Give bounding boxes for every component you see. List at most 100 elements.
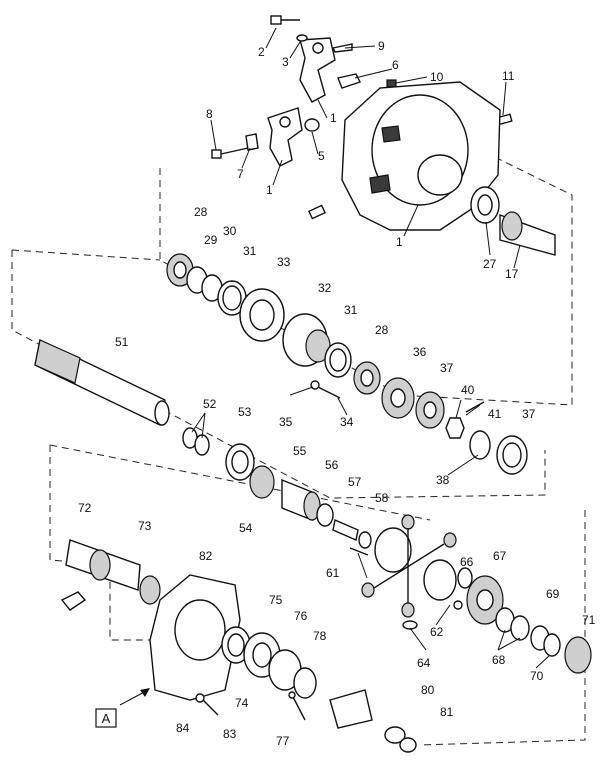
plug-small [308,204,326,220]
callout: 80 [421,683,435,697]
callout: 1 [266,183,273,197]
bolt-2 [270,15,300,25]
callout: 70 [530,669,544,683]
callout: 55 [293,444,307,458]
ring-70 [543,633,561,657]
spider-gears [361,514,457,618]
differential-case-left [374,527,412,573]
washer-64 [402,620,418,630]
sleeve-55 [281,478,321,522]
callout: 37 [440,361,454,375]
callout: 77 [276,734,290,748]
callout: 61 [326,566,340,580]
callout: 9 [378,39,385,53]
gear-28-lower [353,361,381,395]
bearing-cup-37-lower [496,435,528,475]
washer-3 [296,34,308,42]
callout: 69 [546,587,560,601]
callout: 54 [239,521,253,535]
callout: 66 [460,555,474,569]
callout: 74 [235,696,249,710]
bushing-80 [384,726,406,744]
callout: 53 [238,405,252,419]
callout: 1 [330,111,337,125]
ring-66 [457,567,473,589]
assembly-guide-lines [11,139,586,746]
callout: 83 [223,727,237,741]
callout: 31 [344,303,358,317]
transfer-case-housing [341,81,501,231]
bushing-5 [304,118,320,132]
shift-fork-upper [299,37,336,103]
view-arrow [119,688,150,706]
nut-40 [445,417,465,439]
callout: 57 [348,475,362,489]
differential-case-right [423,559,457,601]
callout: 73 [138,519,152,533]
view-label-text: A [102,711,111,726]
shift-housing [329,689,373,729]
callout: 72 [78,501,92,515]
ring-74 [221,626,251,664]
bolt-84-83 [195,693,219,716]
callout: 6 [392,58,399,72]
key-41 [465,401,485,413]
front-output-shaft-17 [499,211,556,256]
callout: 29 [204,233,218,247]
callout: 40 [461,383,475,397]
callout: 71 [582,613,596,627]
bushing-81 [399,737,417,753]
callout: 62 [430,625,444,639]
small-bracket [60,591,87,611]
rear-output-shaft-72 [65,539,141,591]
callout: 30 [223,224,237,238]
hub-32 [282,313,331,367]
callout: 35 [279,415,293,429]
plate-33 [239,288,285,342]
callout: 3 [282,55,289,69]
clip-7 [245,133,259,151]
snap-ring-38 [469,430,491,460]
view-label-box: A [95,708,117,728]
callout: 52 [203,397,217,411]
callout: 84 [176,721,190,735]
callout: 37 [522,407,536,421]
bolt-77 [288,691,306,721]
callout-labels: 2 3 9 6 10 11 1 8 5 7 1 1 28 29 30 31 33… [78,39,596,748]
bearings-68 [495,607,530,641]
leader-lines [191,27,551,669]
callout: 56 [325,458,339,472]
gear-54 [249,465,275,499]
callout: 75 [269,593,283,607]
bearing-27 [470,186,500,224]
main-shaft-51 [34,338,170,427]
callout: 78 [313,629,327,643]
seal-78 [293,667,317,699]
ring-31-lower [324,342,352,378]
ring-31-upper [217,280,247,316]
washer-58 [358,531,372,549]
spring-57 [332,519,359,541]
shift-fork-lower [267,107,303,167]
gear-36 [381,377,415,419]
washer-62 [453,600,463,610]
gear-37-upper [415,391,445,429]
gear-73 [139,575,161,605]
bolt-35-34 [310,380,341,399]
callout: 31 [243,244,257,258]
callout: 33 [277,255,291,269]
callout: 81 [440,705,454,719]
callout: 76 [294,609,308,623]
pin-61 [349,547,369,556]
callout: 5 [318,149,325,163]
callout: 32 [318,281,332,295]
o-rings-52 [182,427,210,456]
callout: 28 [194,205,208,219]
callout: 17 [505,267,519,281]
callout: 38 [436,473,450,487]
gear-67 [466,575,504,625]
callout: 1 [396,235,403,249]
callout: 41 [488,407,502,421]
bolt-8 [211,147,249,159]
